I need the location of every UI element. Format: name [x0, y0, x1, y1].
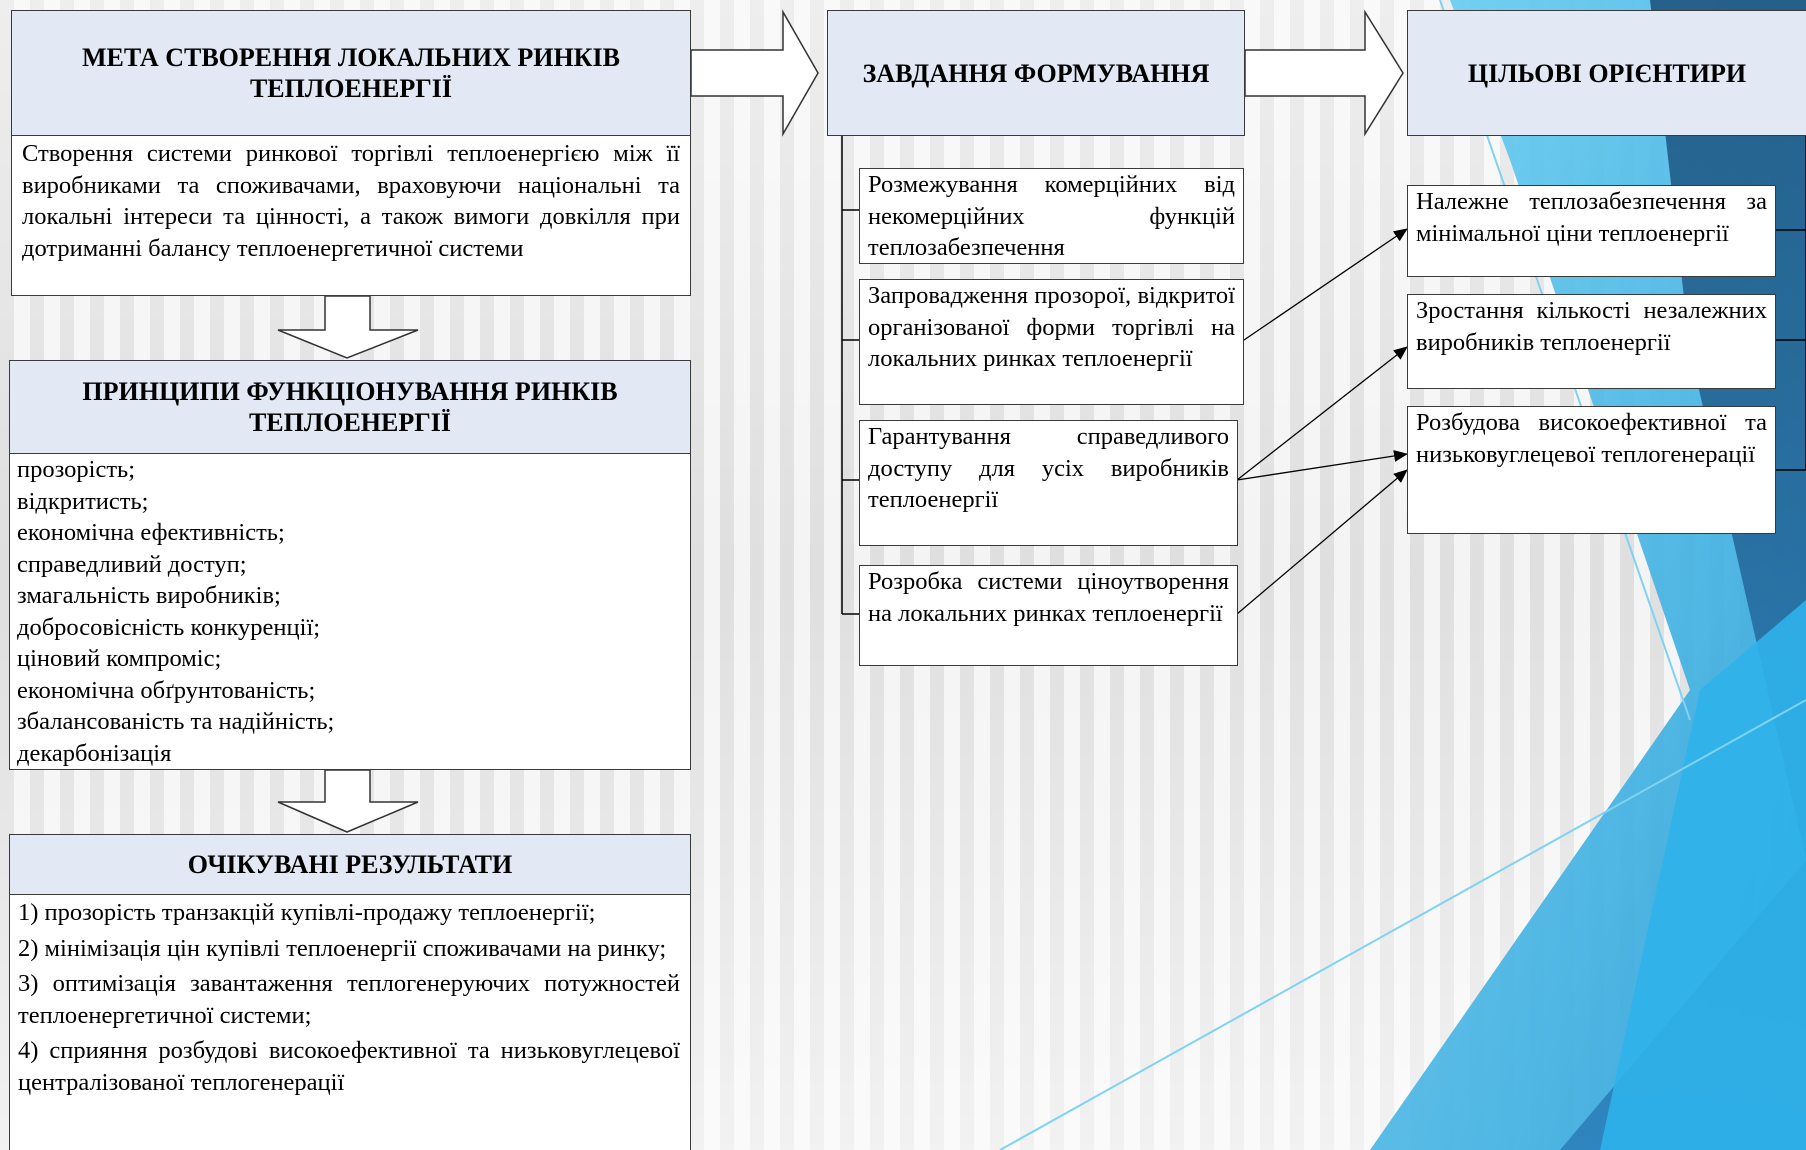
principle-item: прозорість;	[17, 456, 136, 483]
targets-header: ЦІЛЬОВІ ОРІЄНТИРИ	[1407, 10, 1806, 136]
result-item: 3) оптимізація завантаження теплогенерую…	[18, 970, 680, 1029]
target-box-1: Належне теплозабезпечення за мінімальної…	[1407, 185, 1776, 277]
task-text: Запровадження прозорої, відкритої органі…	[868, 282, 1235, 372]
tasks-title: ЗАВДАННЯ ФОРМУВАННЯ	[862, 58, 1210, 88]
purpose-header: МЕТА СТВОРЕННЯ ЛОКАЛЬНИХ РИНКІВ ТЕПЛОЕНЕ…	[11, 10, 691, 136]
targets-title: ЦІЛЬОВІ ОРІЄНТИРИ	[1467, 58, 1747, 88]
results-header: ОЧІКУВАНІ РЕЗУЛЬТАТИ	[9, 834, 691, 895]
principle-item: економічна ефективність;	[17, 519, 285, 546]
principle-item: відкритисть;	[17, 487, 149, 515]
tasks-header: ЗАВДАННЯ ФОРМУВАННЯ	[827, 10, 1245, 136]
result-item: 1) прозорість транзакцій купівлі-продажу…	[18, 899, 596, 926]
purpose-text: Створення системи ринкової торгівлі тепл…	[22, 140, 680, 262]
target-box-2: Зростання кількості незалежних виробникі…	[1407, 294, 1776, 389]
principles-list: прозорість; відкритисть; економічна ефек…	[9, 453, 691, 770]
principle-item: справедливий доступ;	[17, 550, 247, 578]
result-item: 4) сприяння розбудові високоефективної т…	[18, 1037, 680, 1096]
principle-item: добросовісність конкуренції;	[17, 613, 321, 641]
purpose-body: Створення системи ринкової торгівлі тепл…	[11, 135, 691, 296]
principle-item: змагальність виробників;	[17, 582, 281, 609]
task-box-3: Гарантування справедливого доступу для у…	[859, 420, 1238, 546]
target-text: Розбудова високоефективної та низьковугл…	[1416, 409, 1767, 468]
results-title: ОЧІКУВАНІ РЕЗУЛЬТАТИ	[187, 850, 513, 879]
target-text: Належне теплозабезпечення за мінімальної…	[1416, 188, 1767, 247]
task-text: Розробка системи ціноутворення на локаль…	[868, 568, 1229, 627]
task-text: Розмежування комерційних від некомерційн…	[868, 171, 1235, 261]
principle-item: економічна обґрунтованість;	[17, 676, 316, 704]
principles-header: ПРИНЦИПИ ФУНКЦІОНУВАННЯ РИНКІВ ТЕПЛОЕНЕР…	[9, 360, 691, 454]
principle-item: збалансованість та надійність;	[17, 708, 335, 735]
task-box-2: Запровадження прозорої, відкритої органі…	[859, 279, 1244, 405]
result-item: 2) мінімізація цін купівлі теплоенергії …	[18, 934, 667, 962]
purpose-title: МЕТА СТВОРЕННЯ ЛОКАЛЬНИХ РИНКІВ ТЕПЛОЕНЕ…	[82, 43, 620, 103]
target-text: Зростання кількості незалежних виробникі…	[1416, 297, 1767, 356]
task-box-4: Розробка системи ціноутворення на локаль…	[859, 565, 1238, 666]
principle-item: декарбонізація	[17, 739, 172, 767]
task-text: Гарантування справедливого доступу для у…	[868, 423, 1229, 513]
principles-title: ПРИНЦИПИ ФУНКЦІОНУВАННЯ РИНКІВ ТЕПЛОЕНЕР…	[82, 377, 618, 437]
principle-item: ціновий компроміс;	[17, 645, 222, 672]
results-list: 1) прозорість транзакцій купівлі-продажу…	[9, 894, 691, 1150]
target-box-3: Розбудова високоефективної та низьковугл…	[1407, 406, 1776, 534]
task-box-1: Розмежування комерційних від некомерційн…	[859, 168, 1244, 264]
